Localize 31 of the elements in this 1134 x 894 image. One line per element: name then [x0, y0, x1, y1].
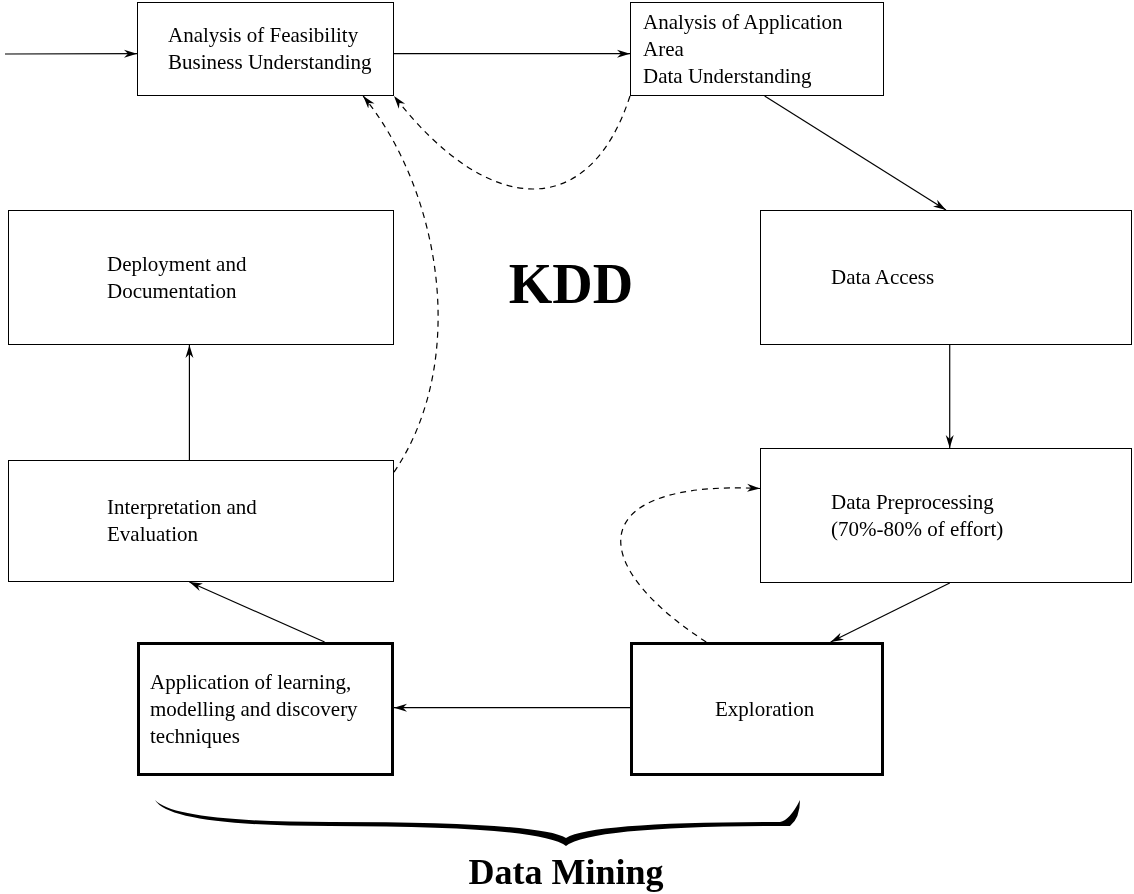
- box-label: Exploration: [715, 695, 816, 723]
- dashed-arrow: [362, 95, 439, 473]
- process-box: [630, 2, 884, 96]
- process-box: [760, 448, 1132, 583]
- arrow: [945, 344, 954, 449]
- box-label: Deployment and Documentation: [107, 250, 248, 305]
- process-box: [760, 210, 1132, 345]
- caption: Data Mining: [467, 852, 665, 892]
- process-box: [630, 642, 884, 776]
- box-label: Data Understanding: [643, 62, 813, 90]
- arrow: [393, 49, 631, 58]
- box-label: Data Preprocessing (70%-80% of effort): [831, 488, 1005, 543]
- arrow: [185, 344, 194, 461]
- arrow: [764, 95, 947, 211]
- process-box: [8, 460, 394, 582]
- process-box: [137, 642, 394, 776]
- box-label: Application of learning, modelling and discovery techniques: [150, 668, 359, 750]
- arrow: [393, 703, 631, 712]
- box-label: Interpretation and Evaluation: [107, 494, 258, 548]
- arrow: [830, 582, 951, 643]
- diagram-title: KDD: [507, 252, 635, 316]
- box-label: Data Access: [831, 264, 936, 291]
- box-label: Business Understanding: [168, 49, 373, 76]
- box-label: Analysis of Feasibility: [168, 22, 360, 49]
- box-label: Analysis of Application Area: [643, 8, 844, 63]
- arrow: [4, 49, 138, 58]
- arrow: [188, 581, 326, 643]
- dashed-arrow: [620, 484, 761, 643]
- process-box: [8, 210, 394, 345]
- dashed-arrow: [393, 95, 631, 190]
- process-box: [137, 2, 394, 96]
